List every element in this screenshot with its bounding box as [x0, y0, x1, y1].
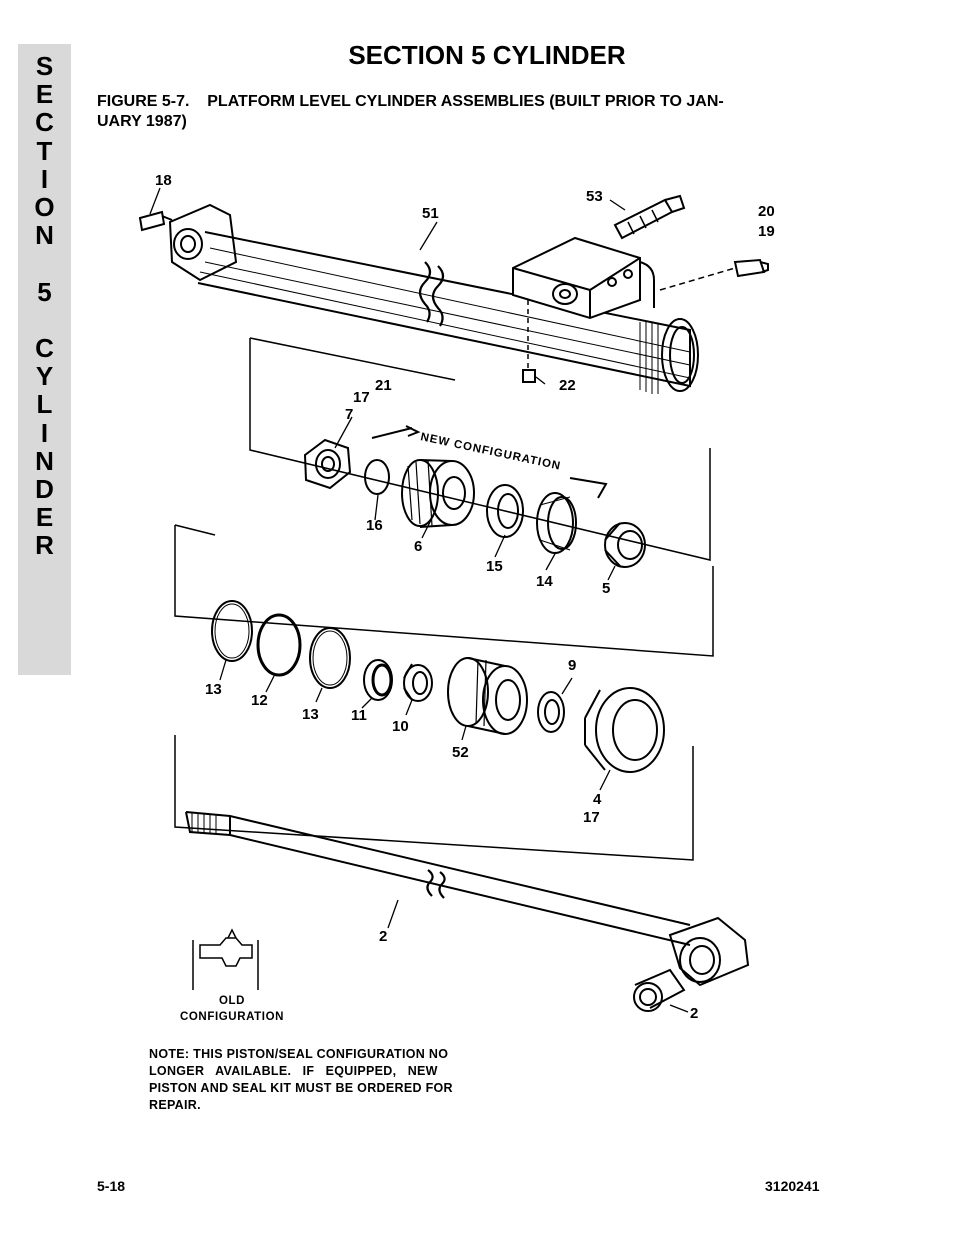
callout-label: 16: [366, 517, 383, 534]
callout-label: 6: [414, 538, 422, 555]
section-side-tab: S E C T I O N 5 C Y L I N D E R: [18, 44, 71, 675]
callout-label: 13: [302, 706, 319, 723]
callout-label: 7: [345, 406, 353, 423]
callout-label: 17: [583, 809, 600, 826]
note-line: PISTON AND SEAL KIT MUST BE ORDERED FOR: [149, 1081, 453, 1095]
configuration-note: NOTE: THIS PISTON/SEAL CONFIGURATION NO …: [149, 1046, 509, 1114]
side-tab-letter: S: [35, 51, 54, 81]
callout-label: 2: [379, 928, 387, 945]
callout-label: 14: [536, 573, 553, 590]
side-tab-letter: I: [40, 417, 49, 448]
callout-label: 21: [375, 377, 392, 394]
side-tab-letter: E: [35, 502, 54, 533]
callout-label: 17: [353, 389, 370, 406]
valve-block: [512, 236, 655, 320]
panel-1-parts: [303, 425, 646, 568]
old-configuration-line: CONFIGURATION: [179, 1011, 285, 1023]
side-tab-letter: C: [35, 333, 54, 363]
panel-outline-3: [174, 735, 694, 861]
panel-2-parts: [211, 600, 665, 773]
callout-label: 10: [392, 718, 409, 735]
callout-label: 15: [486, 558, 503, 575]
side-tab-letter: D: [35, 474, 54, 505]
side-tab-letter: C: [35, 107, 54, 138]
callout-label: 12: [251, 692, 268, 709]
side-tab-letter: L: [36, 389, 53, 420]
callout-label: 19: [758, 223, 775, 240]
side-tab-letter: T: [36, 135, 53, 166]
fitting-20-19: [659, 258, 769, 291]
side-tab-letter: N: [35, 220, 54, 251]
side-tab-letter: 5: [37, 276, 52, 307]
side-tab-letters: S E C T I O N 5 C Y L I N D E R: [18, 52, 71, 560]
fitting-18: [138, 210, 173, 232]
callout-label: 18: [155, 172, 172, 189]
callout-label: 20: [758, 203, 775, 220]
side-tab-letter: E: [35, 79, 54, 110]
callout-numbers: 18 51 53 20 19 22 17 21 7 16 6 15 14 5 1…: [155, 172, 775, 1022]
page-title: SECTION 5 CYLINDER: [348, 40, 626, 70]
side-tab-letter: N: [35, 445, 54, 476]
note-line: LONGER AVAILABLE. IF EQUIPPED, NEW: [149, 1064, 438, 1078]
callout-label: 52: [452, 744, 469, 761]
piston-rod: [185, 811, 750, 1012]
figure-caption-line: FIGURE 5-7. PLATFORM LEVEL CYLINDER ASSE…: [97, 93, 724, 110]
callout-label: 22: [559, 377, 576, 394]
document-number: 3120241: [765, 1178, 820, 1194]
callout-label: 53: [586, 188, 603, 205]
fitting-53: [613, 194, 686, 240]
callout-label: 5: [602, 580, 610, 597]
panel-outline-1: [249, 338, 711, 561]
callout-label: 13: [205, 681, 222, 698]
callout-label: 4: [593, 791, 602, 808]
old-configuration-line: OLD: [218, 995, 246, 1007]
callout-label: 2: [690, 1005, 698, 1022]
old-configuration-inset: [192, 928, 259, 990]
side-tab-letter: I: [40, 163, 49, 194]
note-line: REPAIR.: [149, 1098, 201, 1112]
callout-label: 11: [351, 707, 367, 724]
cylinder-barrel: [168, 203, 699, 394]
page-number: 5-18: [97, 1178, 126, 1194]
leader-lines: [149, 187, 689, 1013]
figure-caption: FIGURE 5-7. PLATFORM LEVEL CYLINDER ASSE…: [97, 92, 842, 132]
plug-22: [522, 300, 536, 383]
note-line: NOTE: THIS PISTON/SEAL CONFIGURATION NO: [149, 1047, 449, 1061]
old-configuration-caption: OLD CONFIGURATION: [172, 993, 292, 1025]
side-tab-letter: Y: [35, 361, 54, 392]
callout-label: 51: [422, 205, 439, 222]
side-tab-letter: R: [35, 530, 54, 561]
panel-outline-2: [174, 525, 714, 657]
callout-label: 9: [568, 657, 576, 674]
side-tab-letter: O: [34, 192, 55, 223]
figure-caption-line: UARY 1987): [97, 113, 187, 130]
